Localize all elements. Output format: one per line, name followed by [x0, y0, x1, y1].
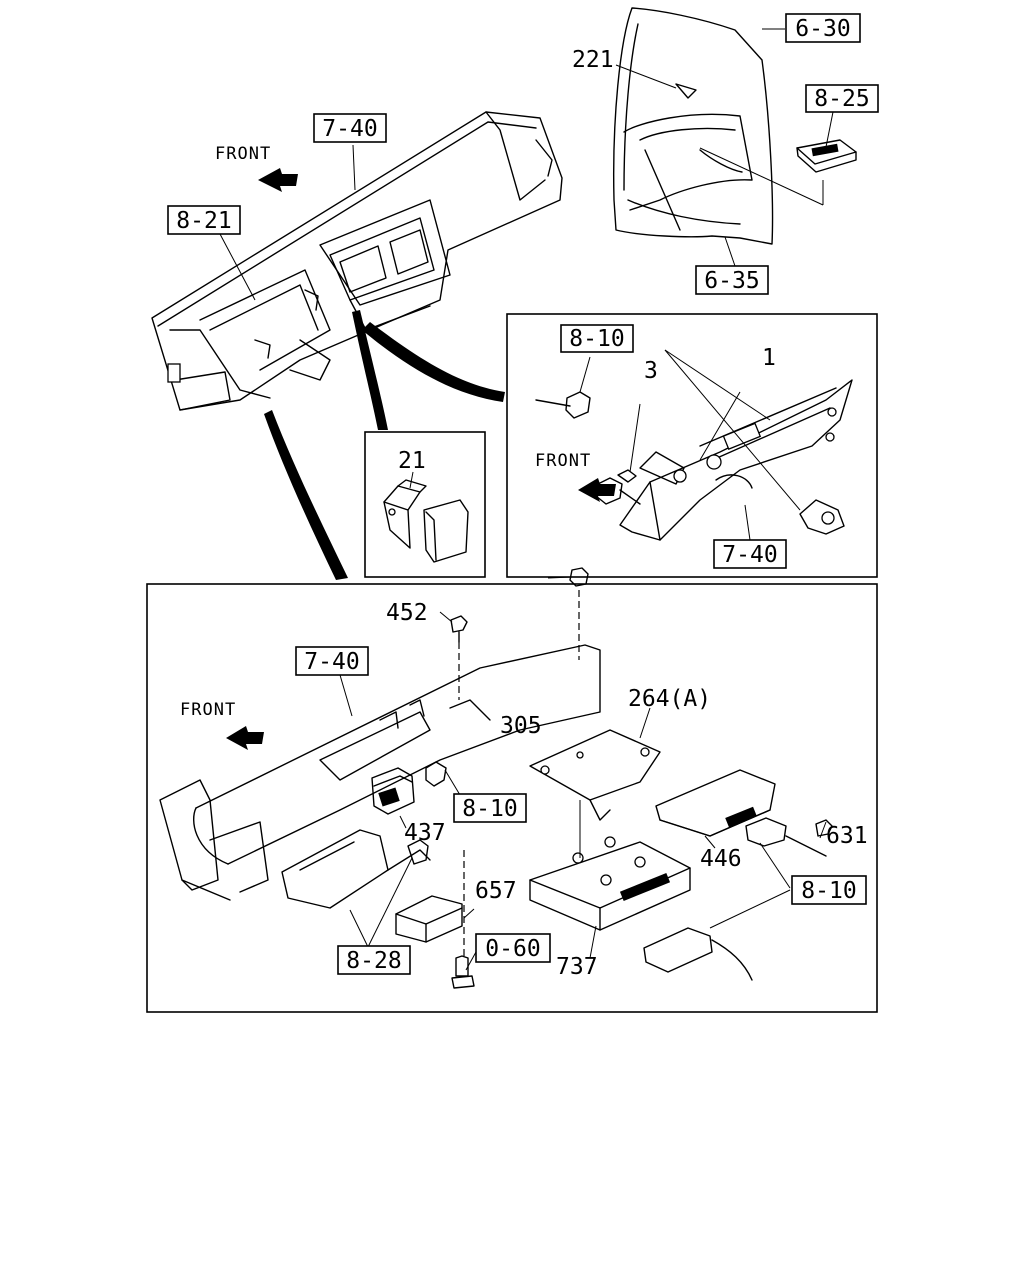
ref-box-7-40-console[interactable]: 7-40	[713, 539, 787, 569]
inset-panel-ecu	[146, 583, 878, 1013]
ref-label: 7-40	[722, 542, 777, 568]
switch-21	[383, 479, 469, 563]
leader-to-inset-21	[352, 310, 388, 430]
door-assembly	[613, 7, 774, 245]
ref-label: 8-10	[462, 796, 517, 822]
leader-to-inset-ecu	[264, 410, 348, 580]
front-arrow-icon	[578, 478, 616, 502]
ecu-737	[529, 836, 691, 931]
screw-631	[815, 819, 833, 837]
module-446	[655, 769, 776, 837]
ref-box-7-40-top[interactable]: 7-40	[313, 113, 387, 143]
socket-1	[639, 451, 687, 485]
ref-label: 6-30	[795, 16, 850, 42]
part-number-452: 452	[386, 600, 428, 626]
ref-box-8-10-relay[interactable]: 8-10	[453, 793, 527, 823]
ref-box-8-21[interactable]: 8-21	[167, 205, 241, 235]
part-number-657: 657	[475, 878, 517, 904]
ref-label: 8-25	[814, 86, 869, 112]
part-number-631: 631	[826, 823, 868, 849]
relay-437	[371, 761, 447, 815]
ref-label: 6-35	[704, 268, 759, 294]
part-number-305: 305	[500, 713, 542, 739]
ref-label: 8-21	[176, 208, 231, 234]
nut-305	[569, 567, 589, 587]
part-number-21: 21	[398, 448, 426, 474]
connector-8-10-446	[745, 817, 827, 857]
front-arrow-icon	[226, 726, 264, 750]
part-number-264a: 264(A)	[628, 686, 711, 712]
ref-box-6-35[interactable]: 6-35	[695, 265, 769, 295]
ref-box-8-10-console[interactable]: 8-10	[560, 324, 634, 353]
ref-box-0-60[interactable]: 0-60	[475, 933, 551, 963]
part-number-446: 446	[700, 846, 742, 872]
bracket-264A	[529, 729, 661, 821]
ref-label: 8-10	[569, 326, 624, 352]
console-panel	[619, 379, 853, 541]
leader-to-inset-switch	[362, 322, 505, 402]
bulb-3	[617, 469, 637, 483]
part-number-221: 221	[572, 47, 614, 73]
knob-1	[799, 499, 845, 535]
front-arrow-icon	[258, 168, 298, 192]
ref-label: 7-40	[304, 649, 359, 675]
part-number-1: 1	[762, 345, 776, 371]
front-label: FRONT	[215, 144, 271, 164]
part-number-437: 437	[404, 820, 446, 846]
ref-box-8-10-ecu[interactable]: 8-10	[791, 875, 867, 905]
ref-box-7-40-bottom[interactable]: 7-40	[295, 646, 369, 676]
module-657	[395, 895, 463, 943]
part-number-3: 3	[644, 358, 658, 384]
window-switch	[796, 139, 857, 173]
bolt-452	[450, 615, 468, 643]
ref-box-8-28[interactable]: 8-28	[337, 945, 411, 975]
ref-label: 7-40	[322, 116, 377, 142]
bracket-left	[159, 779, 269, 901]
bolt-437	[407, 839, 429, 865]
dashboard-assembly	[151, 111, 563, 411]
front-label: FRONT	[535, 451, 591, 471]
ref-label: 8-28	[346, 948, 401, 974]
inset-panel-console	[506, 313, 878, 578]
ref-label: 0-60	[485, 936, 540, 962]
ref-box-6-30[interactable]: 6-30	[785, 13, 861, 43]
part-number-737: 737	[556, 954, 598, 980]
front-label: FRONT	[180, 700, 236, 720]
ref-box-8-25[interactable]: 8-25	[805, 84, 879, 113]
ref-label: 8-10	[801, 878, 856, 904]
crossbar-7-40	[193, 644, 601, 865]
inset-panel-21	[364, 431, 486, 578]
connector-8-10-737	[643, 927, 753, 981]
